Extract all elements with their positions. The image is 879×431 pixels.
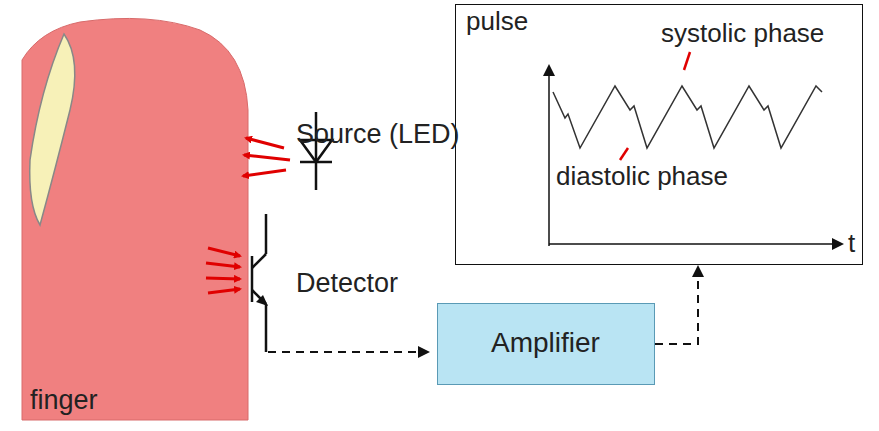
plot-frame: pulse systolic phase diastolic phase t [455, 4, 863, 265]
leader-line [620, 148, 628, 160]
pulse-wave [553, 86, 822, 148]
emitter-arrowhead [256, 295, 268, 306]
finger-shape [22, 18, 248, 420]
phase-label: diastolic phase [556, 162, 728, 192]
detected-light [206, 248, 240, 293]
phase-label: systolic phase [661, 19, 824, 49]
box-label: Amplifier [491, 327, 600, 359]
amplifier-box: Amplifier [437, 303, 655, 385]
part-name: finger [30, 385, 98, 416]
emitted-light [243, 138, 290, 176]
plot-axes [549, 66, 842, 246]
part-name: Detector [296, 268, 398, 299]
signal-line [268, 351, 428, 353]
fingernail [30, 34, 75, 225]
signal-connector [655, 267, 698, 344]
leader-line [684, 52, 690, 70]
axis-label: pulse [466, 7, 528, 37]
axis-label: t [848, 229, 855, 259]
phototransistor-symbol [252, 214, 266, 352]
part-name: Source (LED) [296, 117, 466, 152]
